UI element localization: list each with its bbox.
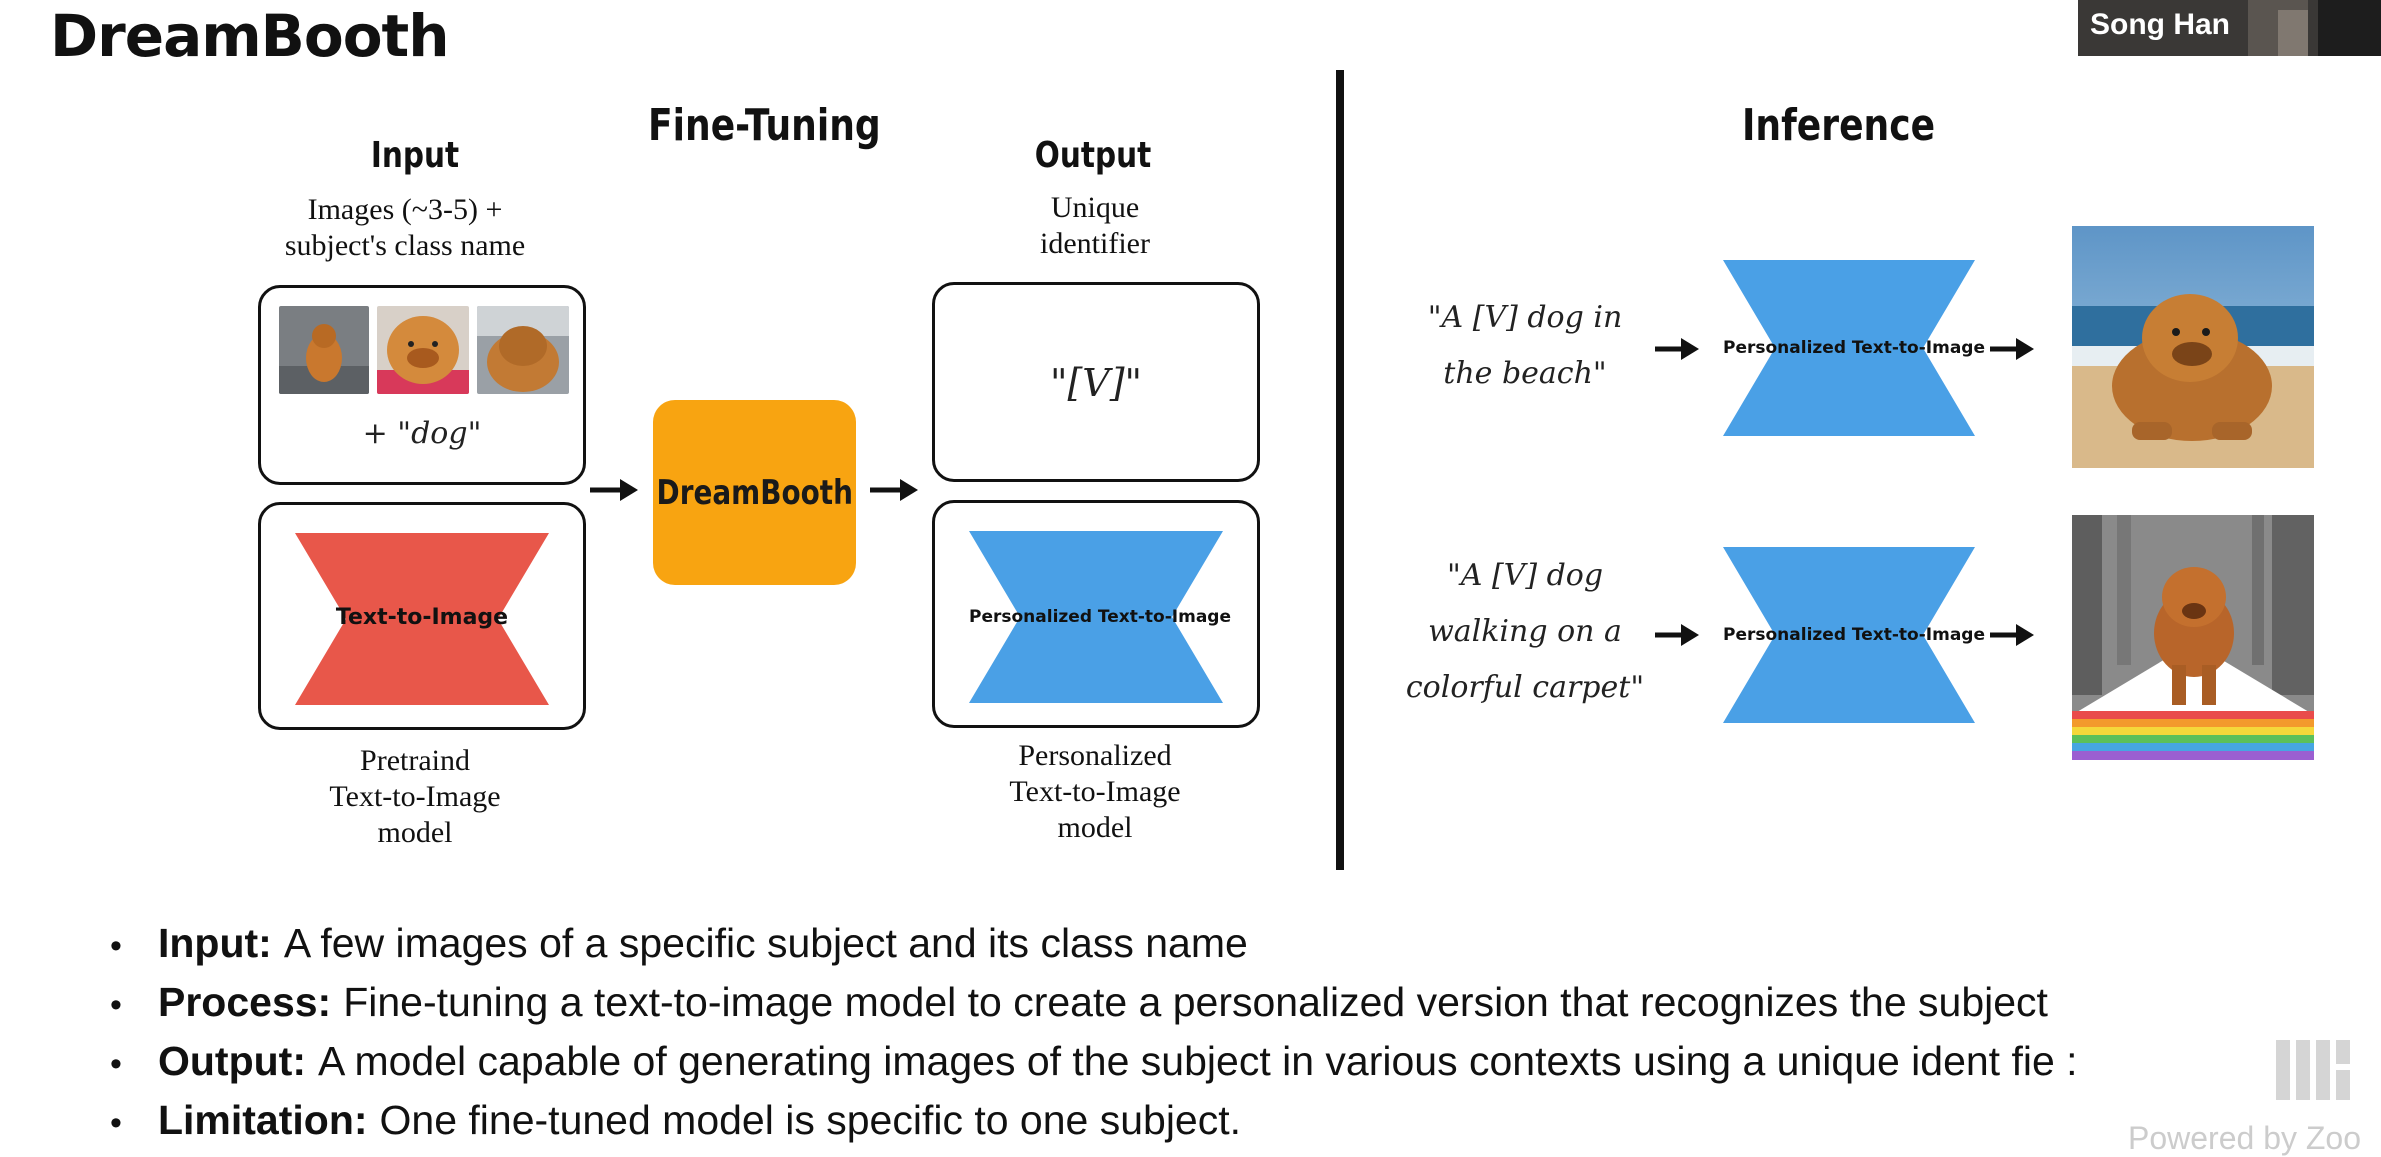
pretrained-caption-line1: Pretraind — [360, 744, 470, 777]
personalized-model-box: Personalized Text-to-Image — [932, 500, 1260, 728]
prompt-2-line-3: colorful carpet" — [1405, 670, 1645, 705]
arrow-right-icon — [1655, 338, 1699, 360]
personalized-caption-line3: model — [1057, 811, 1133, 844]
bullet-dot-icon: • — [110, 1104, 122, 1142]
output-caption-line2: identifier — [1040, 227, 1150, 260]
output-caption-line1: Unique — [1050, 191, 1140, 224]
bullet-label: Limitation: — [158, 1097, 368, 1143]
bullet-text: Fine-tuning a text-to-image model to cre… — [343, 979, 2048, 1025]
input-heading: Input — [370, 135, 460, 176]
speaker-video-feed — [2078, 0, 2381, 56]
generated-dog-carpet-image — [2072, 515, 2314, 760]
pretrained-caption-line3: model — [377, 816, 453, 849]
zoom-watermark: Powered by Zoo — [2128, 1120, 2362, 1156]
input-class-name: + "dog" — [362, 416, 482, 451]
fine-tuning-heading: Fine-Tuning — [648, 100, 881, 151]
inference-heading: Inference — [1742, 100, 1936, 151]
personalized-caption-line1: Personalized — [1018, 739, 1172, 772]
personalized-model-label: Personalized Text-to-Image — [969, 607, 1231, 627]
inference-model-2: Personalized Text-to-Image — [1723, 547, 1985, 723]
pretrained-model-box: Text-to-Image — [258, 502, 586, 730]
input-caption-line2: subject's class name — [284, 229, 526, 262]
prompt-2-line-2: walking on a — [1428, 614, 1622, 649]
bullet-text: One fine-tuned model is specific to one … — [379, 1097, 1242, 1143]
inference-model-2-label: Personalized Text-to-Image — [1723, 625, 1985, 645]
input-caption-line1: Images (~3-5) + — [307, 193, 503, 226]
bullet-text: A model capable of generating images of … — [317, 1038, 2078, 1084]
dog-thumbnail-2 — [377, 306, 469, 394]
bullet-output: • Output: A model capable of generating … — [110, 1033, 2078, 1092]
dog-thumbnail-3 — [477, 306, 569, 394]
input-images-box: + "dog" — [258, 285, 586, 485]
output-heading: Output — [1034, 135, 1152, 176]
pretrained-caption-line2: Text-to-Image — [329, 780, 501, 813]
dreambooth-process-block: DreamBooth — [653, 400, 856, 585]
pretrained-model-label: Text-to-Image — [335, 605, 509, 630]
prompt-1-line-1: "A [V] dog in — [1427, 300, 1623, 335]
dog-thumbnail-1 — [279, 306, 369, 394]
bowtie-shape-icon — [1723, 547, 1975, 723]
dreambooth-label: DreamBooth — [656, 472, 853, 513]
arrow-right-icon — [1990, 338, 2034, 360]
pretrained-bowtie: Text-to-Image — [295, 533, 549, 705]
generated-dog-beach-image — [2072, 226, 2314, 468]
section-divider — [1336, 70, 1344, 870]
arrow-right-icon — [1655, 624, 1699, 646]
mit-logo-icon — [2276, 1040, 2350, 1100]
bullet-dot-icon: • — [110, 986, 122, 1024]
unique-identifier-text: "[V]" — [1049, 361, 1143, 405]
inference-prompt-1: "A [V] dog in the beach" — [1395, 290, 1655, 402]
speaker-video-tile[interactable]: Song Han — [2078, 0, 2381, 56]
bullet-dot-icon: • — [110, 927, 122, 965]
bullet-list: • Input: A few images of a specific subj… — [110, 915, 2078, 1151]
bullet-text: A few images of a specific subject and i… — [283, 920, 1248, 966]
bullet-input: • Input: A few images of a specific subj… — [110, 915, 2078, 974]
bullet-limitation: • Limitation: One fine-tuned model is sp… — [110, 1092, 2078, 1151]
bullet-label: Input: — [158, 920, 272, 966]
prompt-1-line-2: the beach" — [1443, 356, 1607, 391]
speaker-name: Song Han — [2090, 8, 2230, 41]
bullet-label: Output: — [158, 1038, 306, 1084]
arrow-right-icon — [1990, 624, 2034, 646]
prompt-2-line-1: "A [V] dog — [1446, 558, 1604, 593]
bowtie-shape-icon — [295, 533, 549, 705]
bowtie-shape-icon — [1723, 260, 1975, 436]
slide-title: DreamBooth — [50, 2, 450, 70]
arrow-right-icon — [590, 479, 638, 501]
bullet-process: • Process: Fine-tuning a text-to-image m… — [110, 974, 2078, 1033]
inference-model-1: Personalized Text-to-Image — [1723, 260, 1985, 436]
bowtie-shape-icon — [969, 531, 1223, 703]
unique-identifier-box: "[V]" — [932, 282, 1260, 482]
inference-prompt-2: "A [V] dog walking on a colorful carpet" — [1385, 548, 1665, 716]
personalized-bowtie: Personalized Text-to-Image — [969, 531, 1231, 703]
bullet-label: Process: — [158, 979, 332, 1025]
inference-model-1-label: Personalized Text-to-Image — [1723, 338, 1985, 358]
personalized-caption-line2: Text-to-Image — [1009, 775, 1181, 808]
bullet-dot-icon: • — [110, 1045, 122, 1083]
arrow-right-icon — [870, 479, 918, 501]
